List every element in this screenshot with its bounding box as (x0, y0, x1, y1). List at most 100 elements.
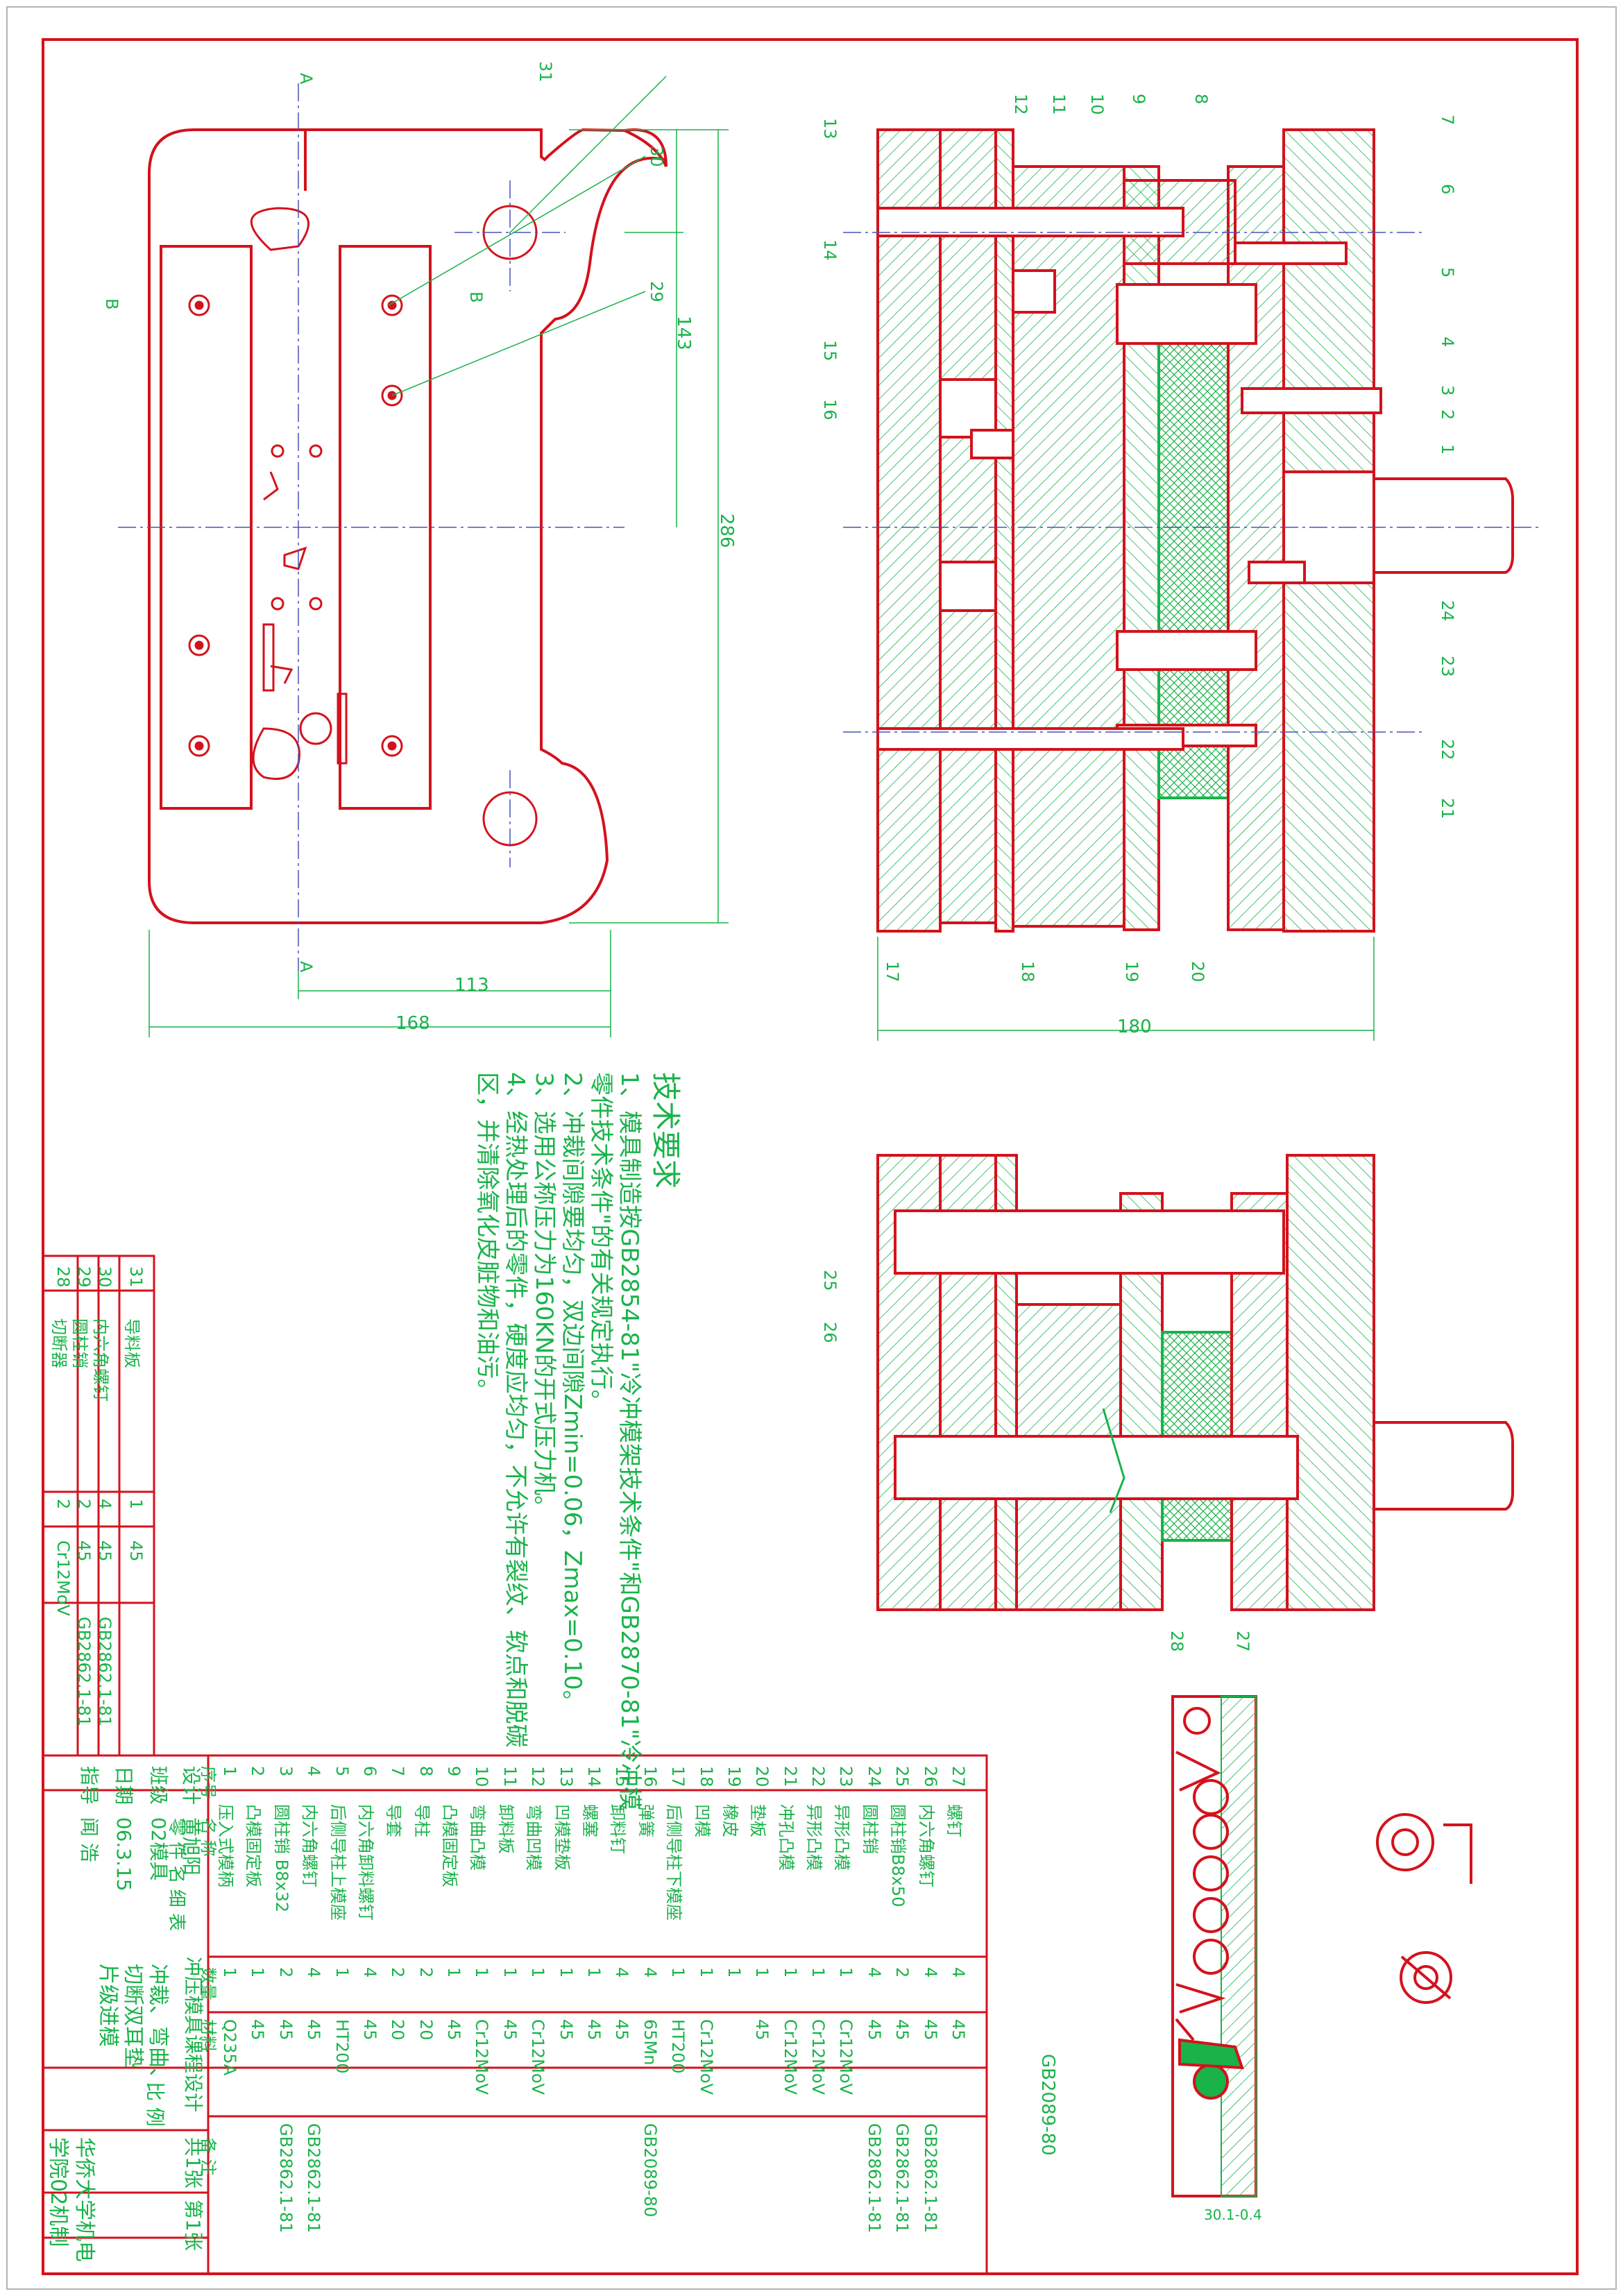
bom-main-no: 5 (332, 1766, 352, 1777)
bom-main-material: 20 (416, 2019, 436, 2041)
bom-main-name: 弯曲凸模 (468, 1804, 487, 1871)
bom-main-no: 8 (416, 1766, 436, 1777)
bom-main-name: 后侧导柱下模座 (664, 1804, 683, 1921)
bom-upper-qty: 2 (53, 1499, 73, 1510)
bom-main-no: 15 (612, 1766, 631, 1787)
bom-main-name: 弯曲凹模 (524, 1804, 543, 1871)
bom-upper-no: 28 (53, 1266, 73, 1288)
balloon-20: 20 (1188, 961, 1207, 983)
bom-main-no: 21 (781, 1766, 800, 1787)
bom-main-qty: 1 (668, 1967, 688, 1978)
bom-main-material: 45 (921, 2019, 940, 2041)
bom-main-no: 7 (388, 1766, 407, 1777)
bom-main-no: 14 (584, 1766, 604, 1787)
bom-main-no: 12 (528, 1766, 547, 1787)
main-section (876, 128, 1514, 933)
plan-view (148, 128, 668, 924)
bom-main-note: GB2862.1-81 (865, 2123, 884, 2234)
bom-upper-name: 导料板 (122, 1318, 142, 1368)
bom-main-material: 45 (500, 2019, 520, 2041)
bom-main-name: 凹模 (692, 1804, 712, 1837)
bom-main-name: 凸模固定板 (244, 1804, 263, 1887)
designer-row: 设计 黄旭阳 (173, 1766, 208, 1876)
bom-main-qty: 4 (921, 1967, 940, 1978)
date-label: 日期 (112, 1766, 135, 1805)
bom-upper-material: Cr12MoV (53, 1540, 73, 1616)
bom-upper-name: 圆柱销 (70, 1318, 90, 1368)
balloon-1: 1 (1438, 444, 1457, 455)
bom-main-material: 45 (556, 2019, 576, 2041)
date-row: 日期 06.3.15 (111, 1766, 139, 1891)
bom-upper-no: 31 (126, 1266, 146, 1288)
bom-main-qty: 1 (836, 1967, 856, 1978)
tech-item-5: 4、经热处理后的零件，硬度应均匀，不允许有裂纹、软点和脱碳 (502, 1072, 529, 1748)
bom-main-material: 45 (865, 2019, 884, 2041)
school-line-2: 学院02机制 (46, 2137, 70, 2247)
bom-main-qty: 4 (865, 1967, 884, 1978)
balloon-13: 13 (820, 118, 840, 139)
balloon-11: 11 (1049, 94, 1069, 115)
balloon-8: 8 (1191, 94, 1211, 105)
bom-main-qty: 1 (528, 1967, 547, 1978)
bom-upper-name: 内六角螺钉 (91, 1318, 110, 1402)
section-b-right: B (466, 291, 486, 303)
secondary-section (876, 1154, 1514, 1611)
bom-main-material: Cr12MoV (697, 2019, 716, 2095)
bom-upper-no: 30 (95, 1266, 114, 1288)
class-value: 02模具 (147, 1817, 170, 1881)
bom-main-qty: 4 (612, 1967, 631, 1978)
balloon-15: 15 (820, 340, 840, 362)
bom-main-note: GB2862.1-81 (921, 2123, 940, 2234)
bom-main-qty: 1 (556, 1967, 576, 1978)
balloon-17: 17 (883, 961, 902, 983)
balloon-26: 26 (820, 1322, 840, 1343)
bom-main-qty: 1 (500, 1967, 520, 1978)
bom-main-material: 45 (444, 2019, 464, 2041)
bom-main-material: 45 (304, 2019, 323, 2041)
balloon-30: 30 (647, 146, 666, 167)
bom-main-material: Cr12MoV (472, 2019, 491, 2095)
bom-main-no: 6 (360, 1766, 380, 1777)
bom-main-qty: 1 (724, 1967, 744, 1978)
bom-main-name: 垫板 (748, 1804, 767, 1837)
guide-row: 指导 闻 浩 (76, 1766, 104, 1862)
bom-main-material: 45 (612, 2019, 631, 2041)
bom-upper-qty: 4 (95, 1499, 114, 1510)
tech-item-2: 零件技术条件"的有关规定执行。 (587, 1072, 615, 1413)
bom-main-material: 45 (360, 2019, 380, 2041)
drawing-title-line-2: 切断双耳垫 (121, 1964, 145, 2068)
balloon-4: 4 (1438, 337, 1457, 348)
main-dim-lines (877, 937, 1375, 1041)
upper-bom-lines (42, 1255, 155, 1757)
bom-main-material: Cr12MoV (528, 2019, 547, 2095)
bom-main-name: 弹簧 (636, 1804, 656, 1837)
bom-main-material: Cr12MoV (808, 2019, 828, 2095)
bom-upper-no: 29 (74, 1266, 94, 1288)
bom-main-material: 65Mn (640, 2019, 660, 2066)
tech-requirements: 技术要求 1、模具制造按GB2854-81"冷冲模架技术条件"和GB2870-8… (473, 1072, 683, 1810)
bom-main-qty: 4 (949, 1967, 968, 1978)
section-a-bottom: A (296, 961, 316, 973)
strip-dim-bottom: 30.1-0.4 (1204, 2206, 1262, 2223)
bom-main-no: 26 (921, 1766, 940, 1787)
bom-main-name: 卸料板 (496, 1804, 516, 1854)
bom-main-name: 内六角卸料螺钉 (356, 1804, 375, 1921)
bom-main-material: 45 (949, 2019, 968, 2041)
bom-main-no: 10 (472, 1766, 491, 1787)
balloon-22: 22 (1438, 739, 1457, 760)
bom-main-qty: 1 (781, 1967, 800, 1978)
bom-main-no: 9 (444, 1766, 464, 1777)
balloon-28: 28 (1167, 1631, 1187, 1652)
balloon-23: 23 (1438, 656, 1457, 677)
bom-main-material: 45 (276, 2019, 296, 2041)
drawing-title: 冲裁、弯曲、 切断双耳垫 片级进模 (95, 1964, 170, 2089)
bom-main-name: 螺钉 (944, 1804, 964, 1837)
bom-main-no: 24 (865, 1766, 884, 1787)
bom-main-name: 卸料钉 (608, 1804, 627, 1854)
designer-name: 黄旭阳 (180, 1817, 203, 1876)
bom-main-name: 圆柱销 (860, 1804, 880, 1854)
bom-upper-material: 45 (95, 1540, 114, 1562)
bom-main-name: 凸模固定板 (440, 1804, 459, 1887)
bom-main-material: Cr12MoV (781, 2019, 800, 2095)
course-title: 冲压模具课程设计 (182, 1957, 205, 2113)
